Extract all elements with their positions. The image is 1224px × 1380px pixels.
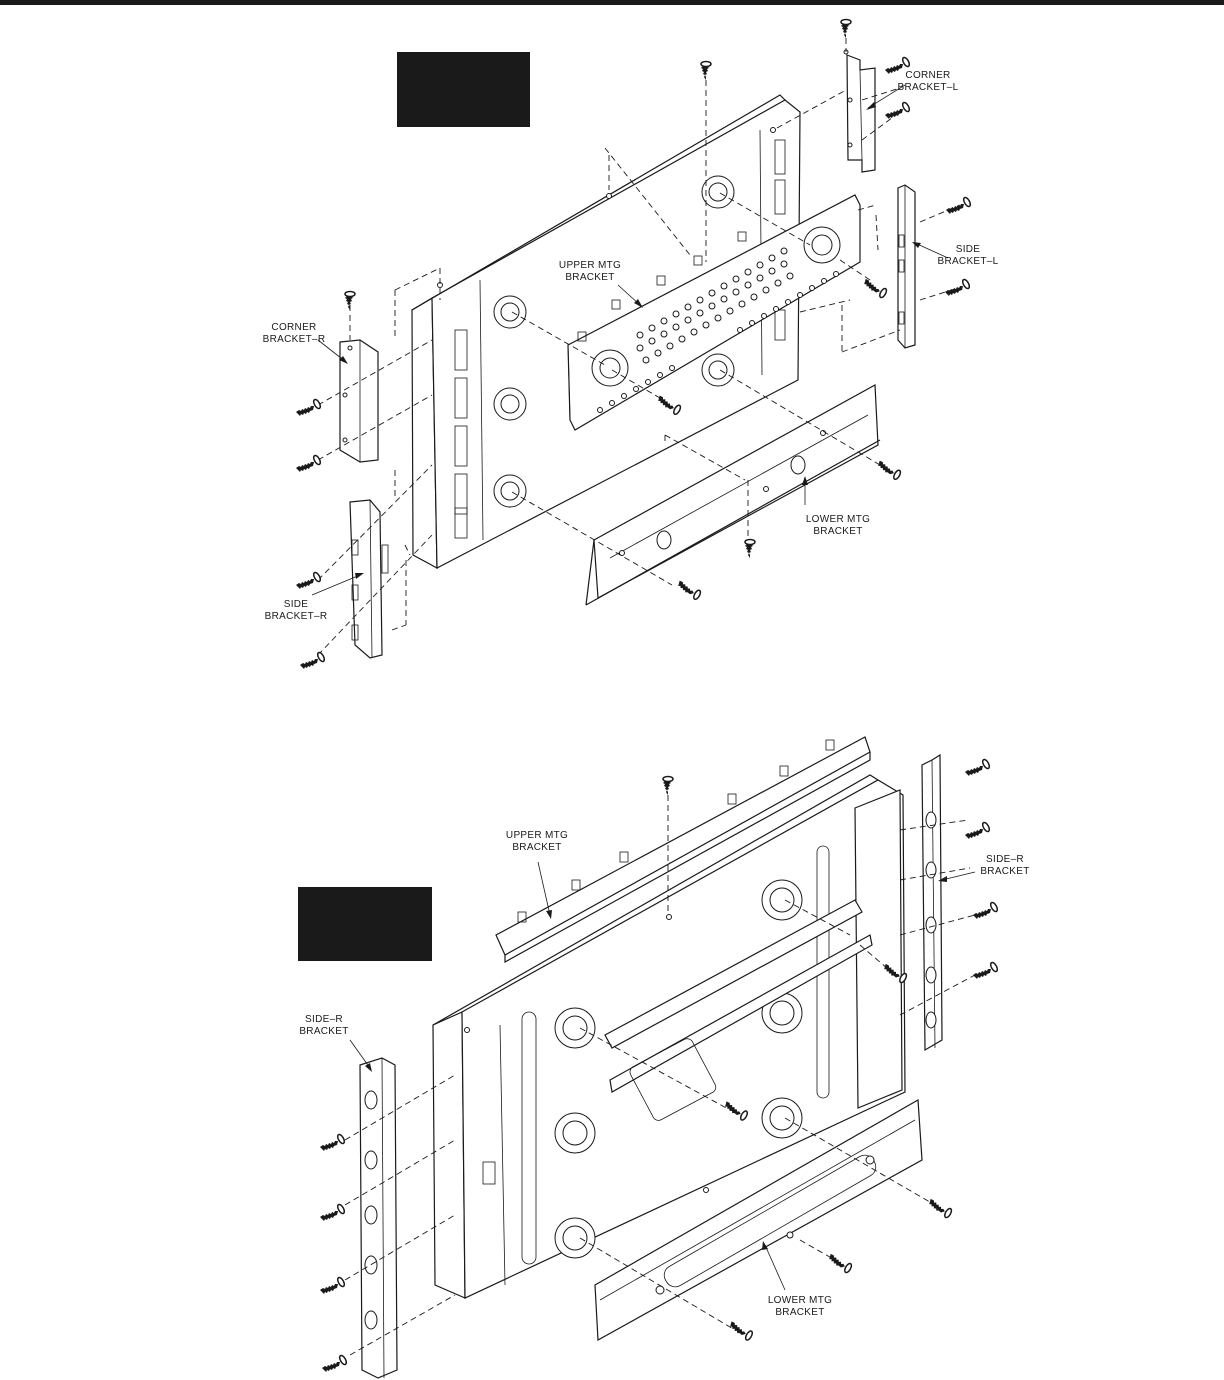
leaders-top	[311, 84, 949, 596]
upper-mtg-bracket-top	[567, 194, 861, 431]
chassis-top-boss	[493, 175, 735, 508]
side-bracket-l	[897, 184, 916, 349]
figure-bottom-callout-box	[298, 887, 432, 961]
chassis-bottom	[432, 774, 906, 1299]
assembly-lines-top	[317, 38, 961, 656]
lower-mtg-bracket-top	[585, 384, 881, 606]
corner-bracket-l	[843, 49, 876, 173]
corner-bracket-r	[339, 339, 379, 463]
side-r-bracket-left	[359, 1057, 398, 1379]
lower-mtg-bracket-bottom	[594, 1099, 923, 1341]
chassis-bottom-boss	[554, 879, 803, 1259]
leaders-bottom	[349, 861, 976, 1291]
page-top-rule	[0, 0, 1224, 5]
figure-top-callout-box	[397, 52, 530, 127]
upper-mtg-bracket-bottom	[495, 736, 871, 964]
side-bracket-r	[349, 499, 389, 659]
assembly-lines-bottom	[344, 795, 976, 1356]
side-r-bracket-right	[921, 753, 943, 1052]
